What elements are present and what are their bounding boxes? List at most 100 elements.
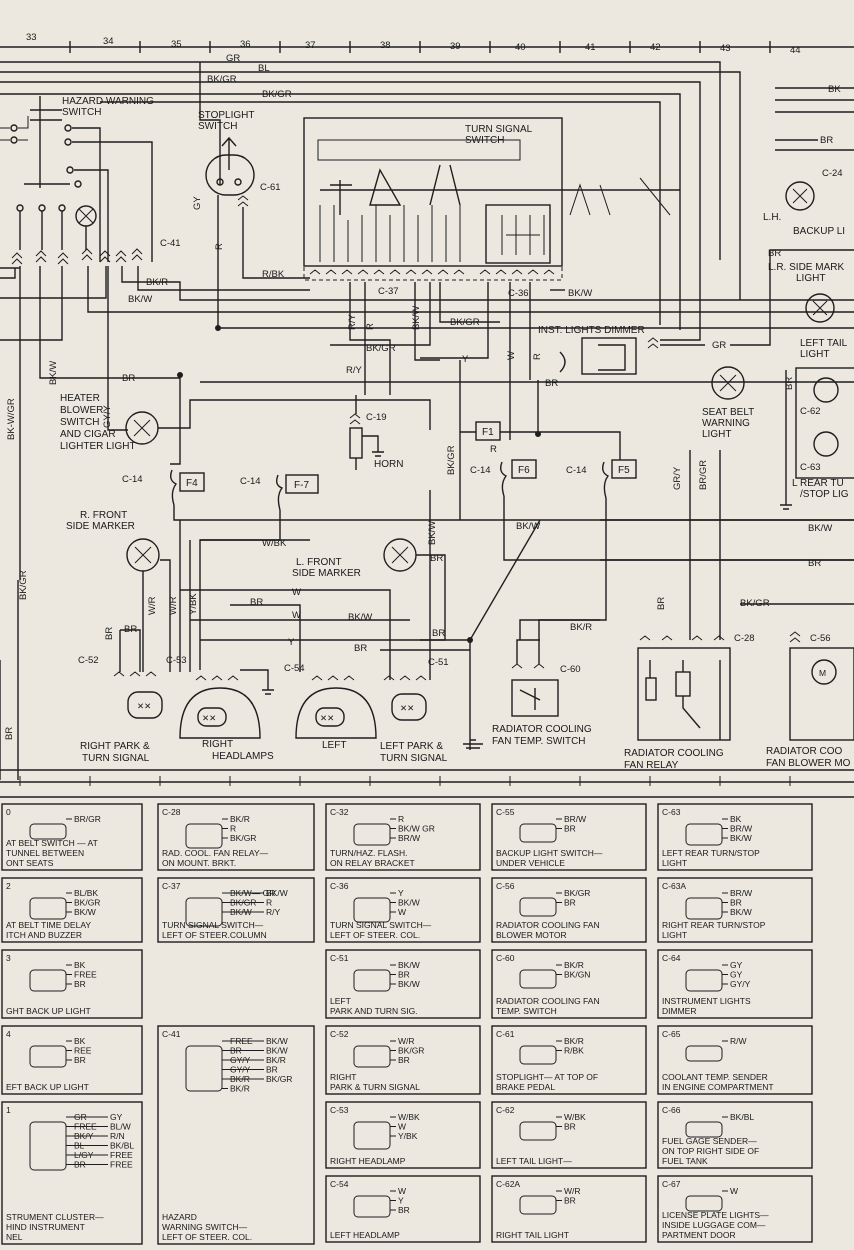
wire-label-br5: BR bbox=[250, 597, 263, 608]
legend-title: INSIDE LUGGAGE COM— bbox=[662, 1220, 766, 1230]
legend-wire-label: BK/R bbox=[266, 1055, 286, 1065]
legend-title: LEFT TAIL LIGHT— bbox=[496, 1156, 572, 1166]
legend-title: STOPLIGHT— AT TOP OF bbox=[496, 1072, 598, 1082]
legend-wire-label: R bbox=[398, 814, 404, 824]
legend-wire-label: Y bbox=[398, 888, 404, 898]
legend-code: C-56 bbox=[496, 881, 515, 891]
legend-wire-label: W bbox=[730, 1186, 738, 1196]
wire-label-gy: GY bbox=[192, 196, 203, 210]
wire-label-br3: BR bbox=[808, 558, 821, 569]
legend-wire-label: GY bbox=[110, 1112, 123, 1122]
wire-label-br4: BR bbox=[430, 553, 443, 564]
legend-title: FUEL GAGE SENDER— bbox=[662, 1136, 757, 1146]
legend-code: C-67 bbox=[662, 1179, 681, 1189]
fuse-f7 bbox=[285, 474, 319, 494]
l-rear-turn-label: L REAR TU/STOP LIG bbox=[792, 478, 849, 500]
wire-label-bkr2: BK/R bbox=[570, 622, 592, 633]
legend-title: ON RELAY BRACKET bbox=[330, 858, 415, 868]
wire-label-bkw_v: BK/W bbox=[411, 306, 422, 330]
legend-wire-label: R bbox=[230, 824, 236, 834]
column-38: 38 bbox=[380, 40, 391, 51]
legend-wire-label: BK/R bbox=[230, 814, 250, 824]
wire-label-br2: BR bbox=[545, 378, 558, 389]
legend-wire-label: REE bbox=[74, 1046, 92, 1056]
wire-label-r3: R bbox=[532, 353, 543, 360]
legend-wire-label: BR bbox=[564, 898, 576, 908]
c53-label: C-53 bbox=[166, 655, 187, 666]
legend-wire-label: BK/R bbox=[564, 1036, 584, 1046]
legend-code: C-28 bbox=[162, 807, 181, 817]
left-headlamp-label: LEFT bbox=[322, 740, 346, 751]
legend-wire-label: W/BK bbox=[398, 1112, 420, 1122]
legend-wire-label: BR bbox=[564, 1196, 576, 1206]
c41-label: C-41 bbox=[160, 238, 181, 249]
c24-label: C-24 bbox=[822, 168, 843, 179]
legend-title: PARK AND TURN SIG. bbox=[330, 1006, 418, 1016]
legend-title: IN ENGINE COMPARTMENT bbox=[662, 1082, 774, 1092]
legend-box-c-41: C-41FREEBRGY/YGY/YBK/RBK/RBK/WBK/WBK/RBR… bbox=[157, 1025, 315, 1245]
legend-wire-label: BK/GR bbox=[266, 1074, 292, 1084]
legend-wire-label: BK/GR bbox=[74, 898, 100, 908]
legend-wire-label: BR bbox=[564, 824, 576, 834]
legend-wire-label: BR bbox=[74, 1055, 86, 1065]
wire-label-bkw_b: BK/W bbox=[348, 612, 372, 623]
legend-wire-label: BK/W bbox=[730, 907, 752, 917]
wire-label-bk: BK bbox=[828, 84, 841, 95]
legend-title: NEL bbox=[6, 1232, 23, 1242]
legend-code: 4 bbox=[6, 1029, 11, 1039]
wire-label-bkw2: BK/W bbox=[48, 361, 59, 385]
legend-code: C-61 bbox=[496, 1029, 515, 1039]
legend-wire-label: BK bbox=[730, 814, 742, 824]
legend-title: UNDER VEHICLE bbox=[496, 858, 565, 868]
legend-title: LEFT OF STEER. COL. bbox=[330, 930, 420, 940]
c56-label: C-56 bbox=[810, 633, 831, 644]
legend-wire-label: BR bbox=[398, 1205, 410, 1215]
wire-label-br6: BR bbox=[354, 643, 367, 654]
legend-wire-label: BK/W bbox=[398, 979, 420, 989]
legend-wire-label: W/BK bbox=[564, 1112, 586, 1122]
legend-wire-label: BR/W bbox=[730, 824, 752, 834]
wire-label-wr2: W/R bbox=[168, 596, 179, 615]
legend-wire-label: BR bbox=[398, 1055, 410, 1065]
svg-text:✕✕: ✕✕ bbox=[202, 713, 216, 723]
legend-wire-label: BK/W GR bbox=[398, 824, 435, 834]
c54-label: C-54 bbox=[284, 663, 305, 674]
legend-title: RIGHT TAIL LIGHT bbox=[496, 1230, 569, 1240]
legend-wire-label: GY bbox=[730, 970, 743, 980]
legend-wire-label: FREE bbox=[110, 1160, 133, 1170]
legend-title: COOLANT TEMP. SENDER bbox=[662, 1072, 768, 1082]
legend-title: LEFT OF STEER. COL. bbox=[162, 1232, 252, 1242]
legend-wire-label: W bbox=[398, 1186, 406, 1196]
column-40: 40 bbox=[515, 42, 526, 53]
wire-label-ry2: R/Y bbox=[346, 365, 363, 376]
wire-label-y: Y bbox=[462, 354, 469, 365]
wire-label-bkgr4: BK/GR bbox=[366, 343, 396, 354]
legend-wire-label: R/BK bbox=[564, 1046, 584, 1056]
wire-label-r2: R bbox=[365, 323, 376, 330]
fuse-f1-label: F1 bbox=[482, 427, 494, 438]
c52-label: C-52 bbox=[78, 655, 99, 666]
legend-wire-label: BR/W bbox=[398, 833, 420, 843]
wire-label-br7: BR bbox=[432, 628, 445, 639]
legend-wire-label: BK/BL bbox=[730, 1112, 754, 1122]
legend-code: C-54 bbox=[330, 1179, 349, 1189]
legend-title: PARK & TURN SIGNAL bbox=[330, 1082, 420, 1092]
c14b-label: C-14 bbox=[240, 476, 261, 487]
legend-wire-label: BL/W bbox=[110, 1122, 131, 1132]
c19-label: C-19 bbox=[366, 412, 387, 423]
column-35: 35 bbox=[171, 39, 182, 50]
